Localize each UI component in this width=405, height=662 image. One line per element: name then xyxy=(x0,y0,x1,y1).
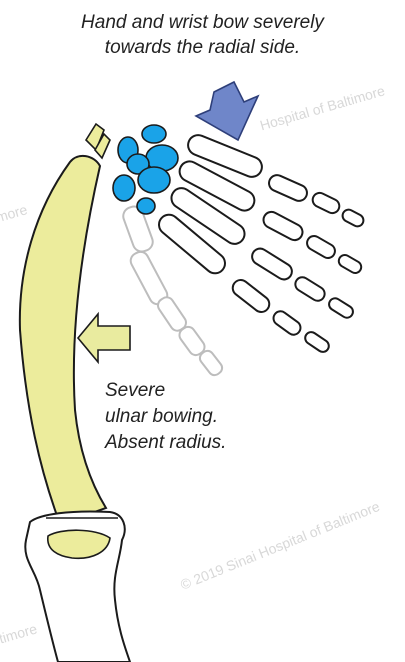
radial-deviation-arrow xyxy=(196,82,258,140)
caption-line: Severe xyxy=(105,378,226,404)
top-caption: Hand and wrist bow severely towards the … xyxy=(0,10,405,60)
caption-line: Absent radius. xyxy=(105,430,226,456)
ulnar-caption: Severe ulnar bowing. Absent radius. xyxy=(105,378,226,456)
caption-line: towards the radial side. xyxy=(0,35,405,60)
carpal-bones xyxy=(113,125,178,214)
caption-line: Hand and wrist bow severely xyxy=(0,10,405,35)
ulnar-bowing-arrow xyxy=(78,314,130,362)
caption-line: ulnar bowing. xyxy=(105,404,226,430)
